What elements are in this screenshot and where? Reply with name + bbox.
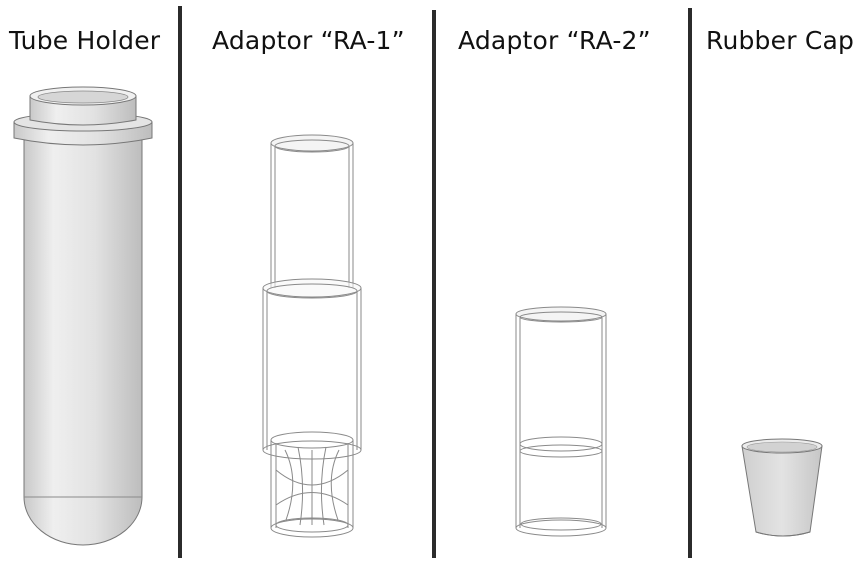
adaptor-ra1-label: Adaptor “RA-1” [212, 26, 405, 55]
divider-2 [432, 10, 436, 558]
adaptor-ra2-label: Adaptor “RA-2” [458, 26, 651, 55]
rubber-cap-label: Rubber Cap [706, 26, 855, 55]
tube-holder-label: Tube Holder [9, 26, 161, 55]
rubber-cap-drawing [741, 438, 823, 537]
adaptor-ra1-drawing [262, 134, 362, 538]
divider-3 [688, 8, 692, 558]
tube-holder-drawing [13, 86, 153, 546]
divider-1 [178, 6, 182, 558]
adaptor-ra2-drawing [515, 306, 607, 537]
